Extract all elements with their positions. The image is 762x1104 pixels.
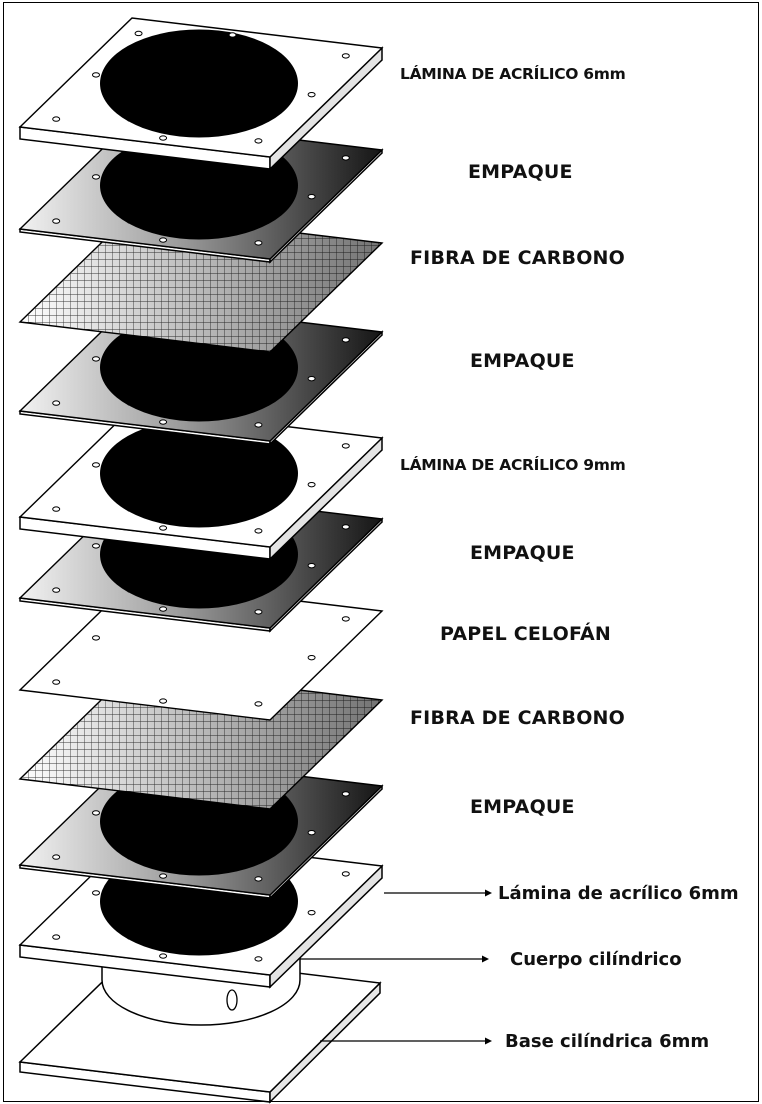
circular-opening	[100, 29, 298, 138]
bolt-hole	[341, 443, 350, 449]
layer-label: EMPAQUE	[470, 542, 575, 564]
bolt-hole	[254, 138, 263, 144]
bolt-hole	[92, 356, 100, 362]
bolt-hole	[254, 528, 263, 534]
callout-base: Base cilíndrica 6mm	[320, 1031, 709, 1052]
bolt-hole	[341, 524, 350, 530]
bolt-hole	[307, 481, 316, 488]
bolt-hole	[307, 909, 316, 916]
layer-label: EMPAQUE	[470, 796, 575, 818]
cellophane-sheet	[18, 580, 384, 721]
callout-label: Base cilíndrica 6mm	[505, 1031, 709, 1052]
bolt-hole	[341, 871, 350, 877]
bolt-hole	[52, 116, 61, 122]
bolt-hole	[92, 810, 100, 816]
bolt-hole	[159, 135, 168, 141]
callout-label: Lámina de acrílico 6mm	[498, 883, 739, 904]
bolt-hole	[159, 873, 168, 879]
callout-cuerpo: Cuerpo cilíndrico	[300, 949, 682, 970]
layer-label: PAPEL CELOFÁN	[440, 622, 611, 645]
bolt-hole	[307, 375, 316, 382]
bolt-hole	[52, 587, 61, 593]
bolt-hole	[52, 218, 61, 224]
arrow-head-icon	[485, 889, 492, 897]
bolt-hole	[341, 53, 350, 59]
layer-label: LÁMINA DE ACRÍLICO 6mm	[400, 64, 625, 83]
callout-lamina: Lámina de acrílico 6mm	[384, 883, 739, 904]
bolt-hole	[307, 562, 316, 569]
bolt-hole	[92, 462, 100, 468]
layer-label: LÁMINA DE ACRÍLICO 9mm	[400, 455, 625, 474]
bolt-hole	[307, 91, 316, 98]
layer-label: FIBRA DE CARBONO	[410, 707, 625, 729]
cylinder-port	[226, 989, 238, 1011]
bolt-hole	[341, 791, 350, 797]
circular-opening	[100, 419, 298, 528]
cylinder-marking: 0	[227, 1006, 228, 1008]
bolt-hole	[159, 419, 168, 425]
bolt-hole	[254, 956, 263, 962]
layer-label: FIBRA DE CARBONO	[410, 247, 625, 269]
acrylic-plate	[18, 17, 384, 171]
bolt-hole	[307, 193, 316, 200]
carbon-fiber-sheet	[18, 212, 384, 353]
bolt-hole	[92, 174, 100, 180]
bolt-hole	[92, 72, 100, 78]
bolt-hole	[307, 829, 316, 836]
bolt-hole	[254, 701, 263, 707]
bolt-hole	[52, 400, 61, 406]
bolt-hole	[52, 934, 61, 940]
bolt-hole	[307, 654, 316, 661]
bolt-hole	[52, 506, 61, 512]
arrow-head-icon	[485, 1037, 492, 1045]
bolt-hole	[341, 337, 350, 343]
layer-label: EMPAQUE	[468, 161, 573, 183]
bolt-hole	[341, 155, 350, 161]
bolt-hole	[341, 616, 350, 622]
carbon-fiber-sheet	[18, 669, 384, 810]
arrow-head-icon	[482, 955, 489, 963]
bolt-hole	[159, 953, 168, 959]
bolt-hole	[52, 679, 61, 685]
bolt-hole	[92, 543, 100, 549]
bolt-hole	[159, 606, 168, 612]
bolt-hole	[159, 525, 168, 531]
bolt-hole	[92, 890, 100, 896]
bolt-hole	[159, 698, 168, 704]
bolt-hole	[254, 240, 263, 246]
bolt-hole	[134, 30, 143, 37]
callout-label: Cuerpo cilíndrico	[510, 949, 682, 970]
layer-label: EMPAQUE	[470, 350, 575, 372]
acrylic-plate	[18, 407, 384, 561]
bolt-hole	[159, 237, 168, 243]
bolt-hole	[254, 422, 263, 428]
bolt-hole	[92, 635, 100, 641]
bolt-hole	[228, 32, 237, 38]
bolt-hole	[52, 854, 61, 860]
bolt-hole	[254, 876, 263, 882]
bolt-hole	[254, 609, 263, 615]
